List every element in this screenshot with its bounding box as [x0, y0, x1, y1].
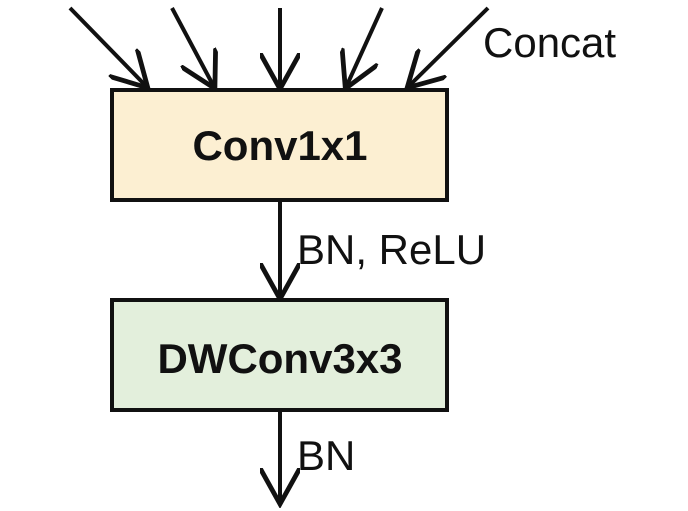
conv1x1-label: Conv1x1: [192, 122, 367, 169]
concat-input-arrow-1: [68, 6, 145, 85]
concat-input-arrow-2: [170, 7, 213, 85]
dwconv3x3-box: [110, 298, 449, 412]
concat-input-arrow-5: [410, 6, 490, 85]
dwconv3x3-label: DWConv3x3: [157, 335, 402, 382]
concat-input-arrow-4: [347, 7, 384, 85]
bn-label: BN: [297, 432, 355, 479]
concat-label: Concat: [483, 19, 616, 66]
bn-relu-label: BN, ReLU: [297, 226, 486, 273]
